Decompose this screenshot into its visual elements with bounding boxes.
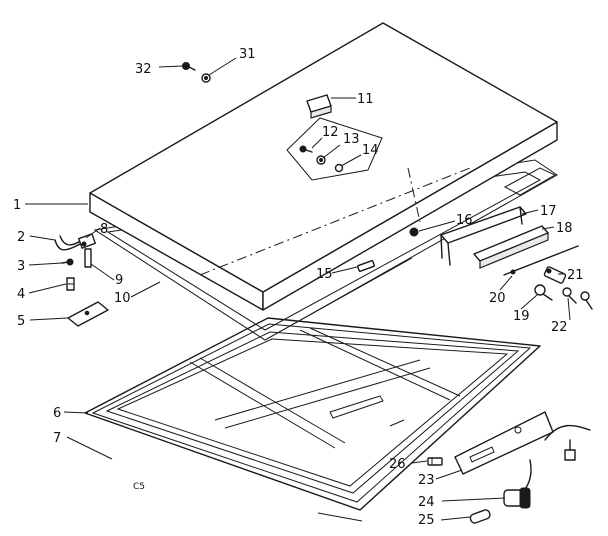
part-label-15: 15 <box>316 267 333 282</box>
washer-31 <box>201 73 211 83</box>
screw-12 <box>299 145 313 153</box>
part-label-6: 6 <box>53 406 61 421</box>
part-label-4: 4 <box>17 287 25 302</box>
handle-17 <box>440 206 527 266</box>
part-label-3: 3 <box>17 259 25 274</box>
part-label-24: 24 <box>418 495 435 510</box>
part-label-19: 19 <box>513 309 530 324</box>
part-label-2: 2 <box>17 230 25 245</box>
drawing-code: C5 <box>133 482 145 492</box>
part-label-11: 11 <box>357 92 374 107</box>
latch-15 <box>357 260 375 272</box>
part-label-16: 16 <box>456 213 473 228</box>
rod-20 <box>503 245 579 276</box>
hinge-pin-9 <box>84 248 92 268</box>
part-label-9: 9 <box>115 273 123 288</box>
screw-16 <box>409 227 419 237</box>
lock-21 <box>543 266 567 284</box>
washer-14 <box>334 163 344 173</box>
bracket-11 <box>306 94 332 119</box>
part-label-13: 13 <box>343 132 360 147</box>
part-label-10: 10 <box>114 291 131 306</box>
part-label-18: 18 <box>556 221 573 236</box>
trim-bar-18 <box>473 225 549 269</box>
part-label-17: 17 <box>540 204 557 219</box>
hinge-bracket-8 <box>78 233 96 249</box>
light-cover-23 <box>454 411 554 475</box>
leader-lines <box>25 57 571 522</box>
part-label-14: 14 <box>362 143 379 158</box>
part-labels: 1 2 3 4 5 6 7 8 9 10 11 12 13 14 15 16 1… <box>13 47 584 528</box>
part-label-32: 32 <box>135 62 152 77</box>
part-label-22: 22 <box>551 320 568 335</box>
part-label-31: 31 <box>239 47 256 62</box>
base-liner <box>84 317 541 511</box>
bulb-25 <box>469 509 491 524</box>
part-label-26: 26 <box>389 457 406 472</box>
part-label-1: 1 <box>13 198 21 213</box>
part-label-23: 23 <box>418 473 435 488</box>
part-label-21: 21 <box>567 268 584 283</box>
part-label-7: 7 <box>53 431 61 446</box>
hinge-rod-2 <box>54 235 83 251</box>
part-label-25: 25 <box>418 513 435 528</box>
screw-32 <box>182 62 196 71</box>
part-label-20: 20 <box>489 291 506 306</box>
hinge-plate-5 <box>67 301 109 327</box>
bolt-4 <box>66 277 75 291</box>
key-22 <box>562 287 593 310</box>
bolt-3 <box>61 258 74 266</box>
socket-24 <box>503 487 531 509</box>
screw-26 <box>427 457 443 466</box>
part-label-12: 12 <box>322 125 339 140</box>
key-19 <box>534 284 553 301</box>
part-label-8: 8 <box>100 222 108 237</box>
part-label-5: 5 <box>17 314 25 329</box>
